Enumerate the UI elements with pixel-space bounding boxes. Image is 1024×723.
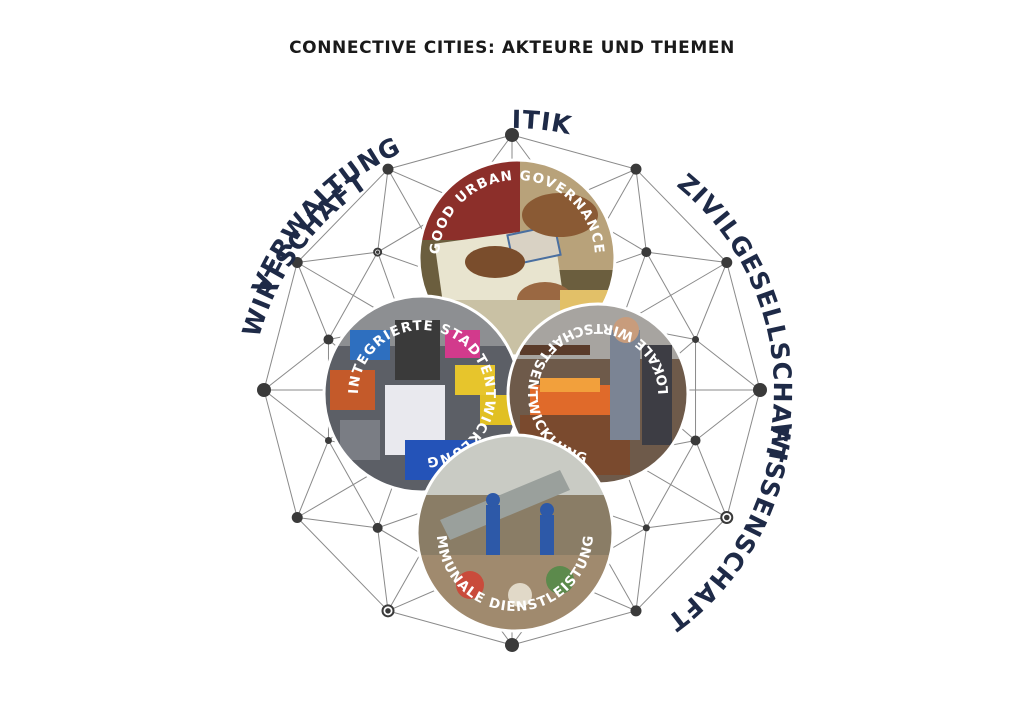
network-edge [726, 262, 761, 391]
network-edge [263, 339, 329, 391]
network-edge [296, 440, 329, 518]
network-edge [695, 389, 761, 441]
network-edge [263, 262, 298, 391]
network-node [690, 435, 701, 446]
network-edge [695, 440, 728, 518]
stakeholder-wirtschaft: WIRTSCHAFT [237, 167, 373, 340]
network-node [505, 638, 519, 652]
network-edge [263, 389, 298, 518]
network-node [630, 163, 642, 175]
network-node [505, 128, 519, 142]
network-node [324, 436, 332, 444]
network-node [372, 522, 383, 533]
network-edge [695, 339, 761, 391]
network-node [630, 605, 642, 617]
network-edge [297, 251, 378, 263]
network-edge [296, 517, 389, 612]
network-node [641, 247, 652, 258]
network-node-core [724, 514, 730, 521]
page-title: CONNECTIVE CITIES: AKTEURE UND THEMEN [289, 38, 735, 58]
network-edge [377, 527, 389, 611]
network-node [692, 336, 700, 344]
network-node [291, 257, 303, 268]
network-edge [263, 389, 329, 441]
traffic-photo [324, 296, 520, 492]
network-edge [726, 389, 761, 518]
network-edge [635, 517, 728, 612]
theme-circle-stadtentwicklung: INTEGRIERTE STADTENTWICKLUNG [322, 294, 522, 494]
network-edge [387, 610, 513, 646]
network-edge [635, 169, 647, 253]
stakeholder-zivilgesellschaft: ZIVILGESELLSCHAFT [672, 168, 797, 465]
network-node [753, 383, 767, 397]
stakeholder-wissenschaft: WISSENSCHAFT [662, 421, 797, 637]
network-edge [297, 517, 378, 529]
network-node [257, 383, 271, 397]
network-edge [511, 610, 637, 646]
network-edge [377, 169, 389, 253]
network-edge [296, 168, 389, 263]
network-node [642, 524, 650, 532]
network-edge [695, 262, 728, 340]
network-node [323, 334, 334, 345]
network-node-core [375, 250, 380, 254]
stakeholder-politik: POLITIK [0, 0, 575, 140]
network-edge [635, 527, 647, 611]
network-node [721, 257, 733, 268]
network-node-core [385, 608, 391, 614]
network-node [291, 512, 303, 523]
network-edge [387, 134, 513, 170]
network-edge [511, 134, 637, 170]
network-edge [646, 251, 727, 263]
network-node [382, 163, 394, 175]
network-edge [635, 168, 728, 263]
network-edge [646, 517, 727, 529]
network-edge [296, 262, 329, 340]
